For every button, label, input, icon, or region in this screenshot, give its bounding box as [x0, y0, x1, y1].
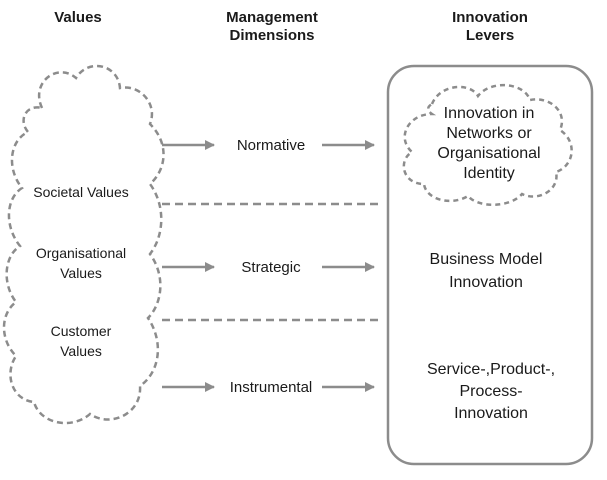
- lever-service-line3: Innovation: [454, 405, 528, 422]
- lever-business-model-line1: Business Model: [430, 251, 543, 268]
- value-label-societal: Societal Values: [33, 184, 128, 200]
- lever-business-model-line2: Innovation: [449, 274, 523, 291]
- header-levers-line1: Innovation: [452, 9, 528, 26]
- header-dimensions-line2: Dimensions: [229, 27, 314, 44]
- header-values: Values: [54, 9, 102, 26]
- lever-service-line2: Process-: [459, 383, 522, 400]
- dimension-normative: Normative: [237, 137, 305, 154]
- value-label-organisational-line2: Values: [60, 265, 102, 281]
- header-levers-line2: Levers: [466, 27, 514, 44]
- values-cloud: [2, 64, 165, 425]
- lever-networks-line1: Innovation in: [444, 105, 535, 122]
- lever-cloud: [402, 83, 573, 206]
- lever-service-line1: Service-,Product-,: [427, 361, 555, 378]
- dimension-strategic: Strategic: [241, 259, 301, 276]
- lever-networks-line3: Organisational: [437, 145, 540, 162]
- lever-networks-line4: Identity: [463, 165, 515, 182]
- levers-box: [386, 64, 594, 466]
- header-dimensions-line1: Management: [226, 9, 318, 26]
- value-label-organisational-line1: Organisational: [36, 245, 126, 261]
- value-label-customer-line1: Customer: [51, 323, 112, 339]
- value-label-customer-line2: Values: [60, 343, 102, 359]
- dimension-instrumental: Instrumental: [230, 379, 313, 396]
- lever-networks-line2: Networks or: [446, 125, 532, 142]
